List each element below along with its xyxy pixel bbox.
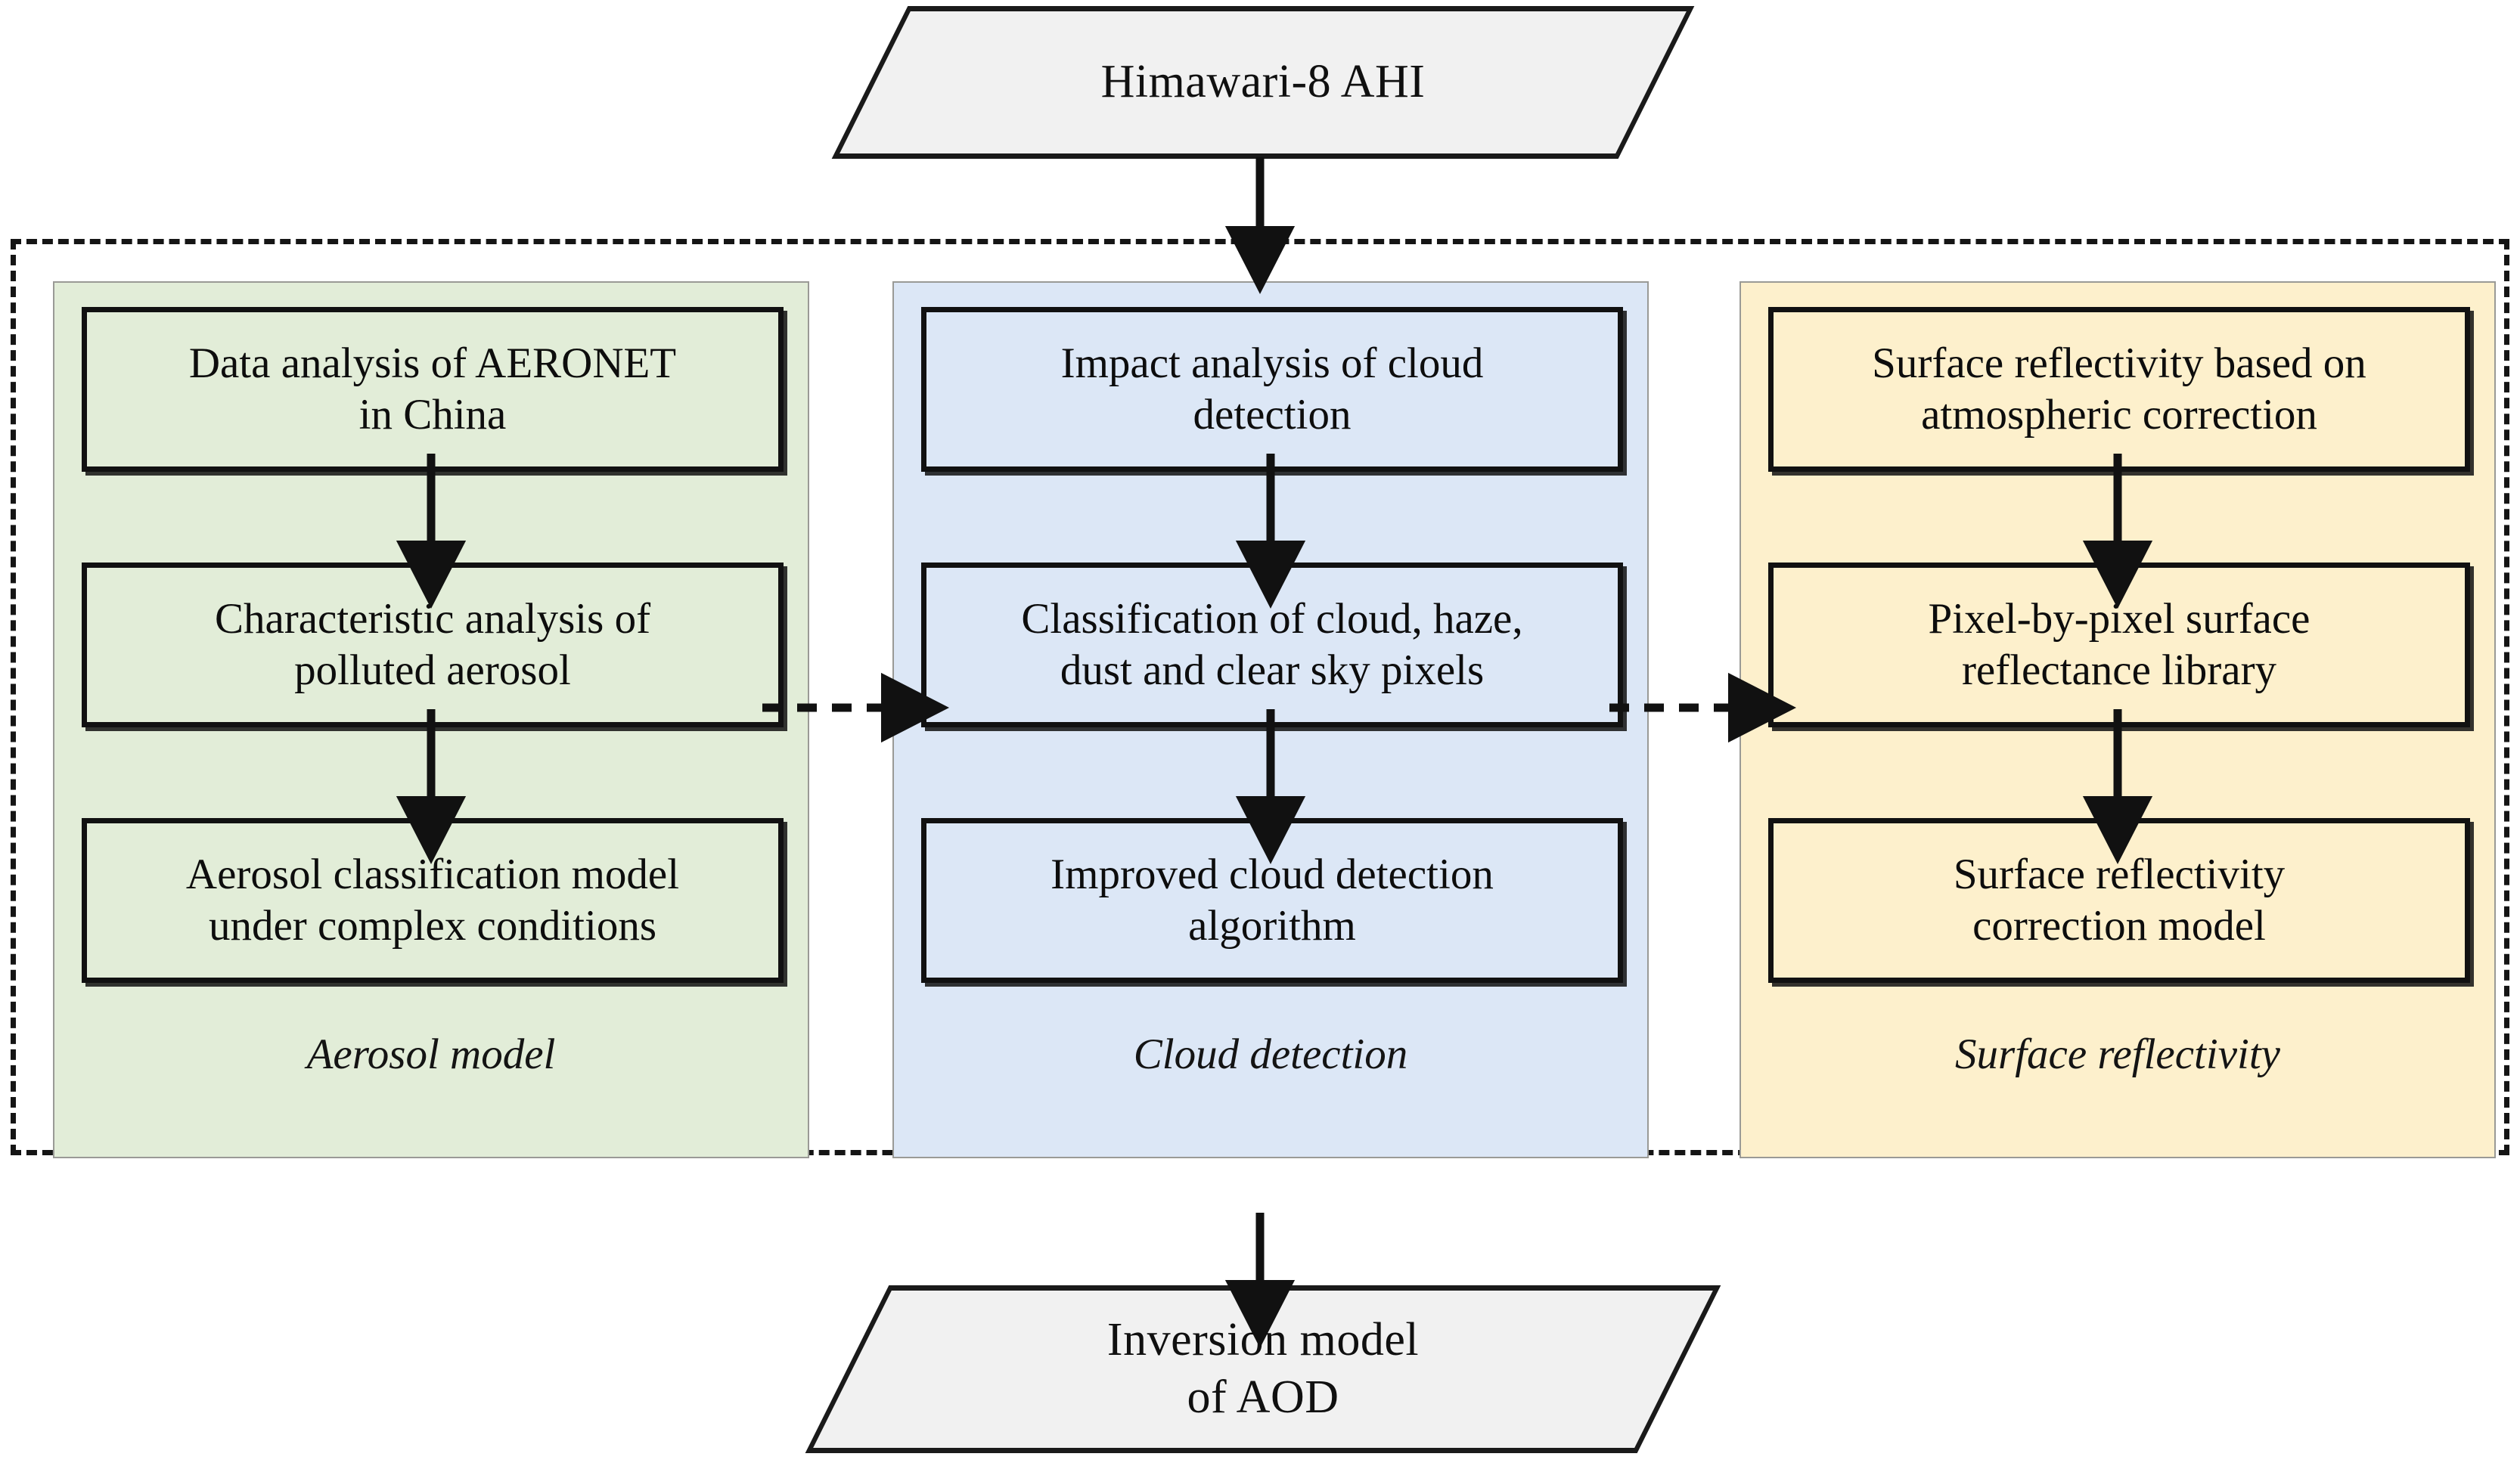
step-box: Improved cloud detection algorithm bbox=[921, 818, 1623, 983]
column-caption: Surface reflectivity bbox=[1955, 1031, 2280, 1078]
step-label: Data analysis of AERONET in China bbox=[188, 339, 677, 439]
step-box: Data analysis of AERONET in China bbox=[82, 307, 784, 472]
step-box: Impact analysis of cloud detection bbox=[921, 307, 1623, 472]
step-box: Characteristic analysis of polluted aero… bbox=[82, 563, 784, 727]
output-node-inversion-model: Inversion model of AOD bbox=[805, 1285, 1721, 1453]
step-label: Classification of cloud, haze, dust and … bbox=[1021, 594, 1523, 694]
column-surface-reflectivity: Surface reflectivity based on atmospheri… bbox=[1739, 281, 2496, 1158]
input-node-himawari: Himawari-8 AHI bbox=[831, 6, 1695, 159]
step-label: Aerosol classification model under compl… bbox=[185, 850, 680, 950]
step-label: Surface reflectivity correction model bbox=[1953, 850, 2286, 950]
step-box: Pixel-by-pixel surface reflectance libra… bbox=[1768, 563, 2470, 727]
column-caption: Aerosol model bbox=[306, 1031, 556, 1078]
step-label: Pixel-by-pixel surface reflectance libra… bbox=[1928, 594, 2311, 694]
column-cloud-detection: Impact analysis of cloud detection Class… bbox=[892, 281, 1649, 1158]
column-aerosol-model: Data analysis of AERONET in China Charac… bbox=[53, 281, 809, 1158]
step-box: Classification of cloud, haze, dust and … bbox=[921, 563, 1623, 727]
output-node-label: Inversion model of AOD bbox=[1106, 1314, 1420, 1423]
step-box: Surface reflectivity based on atmospheri… bbox=[1768, 307, 2470, 472]
input-node-label: Himawari-8 AHI bbox=[1100, 56, 1426, 108]
step-label: Surface reflectivity based on atmospheri… bbox=[1872, 339, 2366, 439]
step-label: Characteristic analysis of polluted aero… bbox=[214, 594, 651, 694]
step-label: Impact analysis of cloud detection bbox=[1060, 339, 1484, 439]
step-label: Improved cloud detection algorithm bbox=[1051, 850, 1494, 950]
column-caption: Cloud detection bbox=[1133, 1031, 1408, 1078]
step-box: Surface reflectivity correction model bbox=[1768, 818, 2470, 983]
step-box: Aerosol classification model under compl… bbox=[82, 818, 784, 983]
